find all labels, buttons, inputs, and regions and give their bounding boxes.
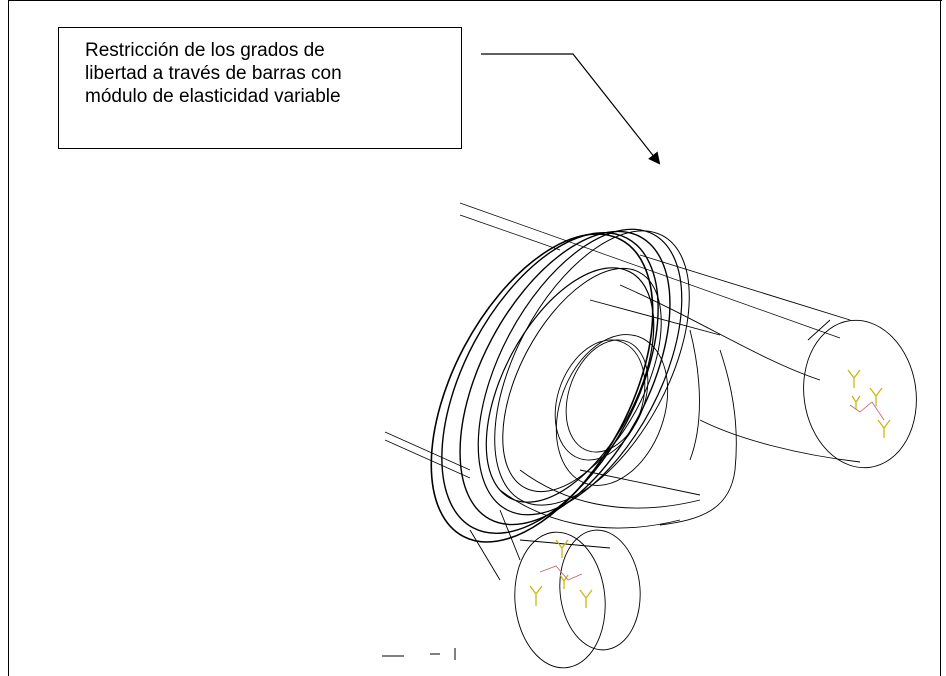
flange-rings bbox=[430, 228, 690, 543]
right-boss bbox=[803, 319, 917, 469]
support-symbols-right bbox=[847, 369, 891, 438]
arm-body bbox=[499, 254, 861, 529]
support-symbols-lower bbox=[529, 539, 593, 608]
callout-box: Restricción de los grados de libertad a … bbox=[58, 27, 462, 149]
construction-lines bbox=[384, 202, 841, 479]
frame-top-border bbox=[8, 0, 942, 1]
bottom-marks bbox=[382, 648, 456, 660]
support-links-lower bbox=[539, 565, 583, 581]
lower-fork bbox=[469, 509, 641, 669]
frame-left-border bbox=[8, 0, 9, 676]
support-links-right bbox=[849, 401, 885, 421]
callout-text: Restricción de los grados de libertad a … bbox=[85, 40, 342, 107]
callout-leader-arrow bbox=[481, 53, 661, 165]
frame-right-border bbox=[940, 0, 941, 676]
hub-bore bbox=[554, 299, 721, 496]
